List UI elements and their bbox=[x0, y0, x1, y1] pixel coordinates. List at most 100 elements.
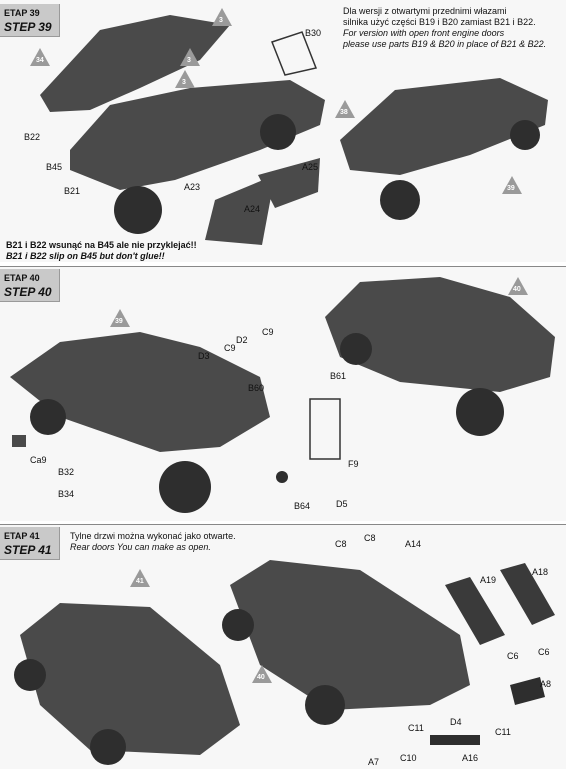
part-c11b: C11 bbox=[495, 727, 511, 737]
part-c9a: C9 bbox=[262, 327, 274, 337]
step-40-label: ETAP 40 STEP 40 bbox=[0, 269, 60, 302]
ref-3a: 3 bbox=[219, 17, 223, 24]
part-c9b: C9 bbox=[224, 343, 236, 353]
wheel-front-41b bbox=[222, 609, 254, 641]
part-b60: B60 bbox=[248, 383, 264, 393]
part-c6b: C6 bbox=[538, 647, 550, 657]
part-a14: A14 bbox=[405, 539, 421, 549]
part-a23: A23 bbox=[184, 182, 200, 192]
step-40-label-en: STEP 40 bbox=[4, 285, 52, 299]
part-f9: F9 bbox=[348, 459, 359, 469]
step-39-panel: ETAP 39 STEP 39 Dla wersji z otwartymi p… bbox=[0, 0, 566, 262]
part-c6a: C6 bbox=[507, 651, 519, 661]
ref-triangle-39 bbox=[502, 176, 522, 194]
vehicle-body-39 bbox=[70, 80, 325, 190]
ref-triangle-3a bbox=[212, 8, 232, 26]
step-39-label-pl: ETAP 39 bbox=[4, 8, 40, 18]
ref-40: 40 bbox=[513, 286, 521, 293]
part-a16: A16 bbox=[462, 753, 478, 763]
part-b64-light bbox=[276, 471, 288, 483]
part-a8: A8 bbox=[540, 679, 551, 689]
step-41-label-pl: ETAP 41 bbox=[4, 531, 40, 541]
step-41-illustration: 41 40 C8 C8 A14 A19 A18 C6 C6 A8 D4 C11 … bbox=[14, 533, 555, 767]
ref-triangle-34 bbox=[30, 48, 50, 66]
ref-38: 38 bbox=[340, 109, 348, 116]
ref-39: 39 bbox=[507, 185, 515, 192]
part-b30: B30 bbox=[305, 28, 321, 38]
step-41-label: ETAP 41 STEP 41 bbox=[0, 527, 60, 560]
part-f9-frame bbox=[309, 398, 341, 460]
part-b30-frame bbox=[271, 31, 318, 76]
vehicle-body-40 bbox=[10, 332, 270, 452]
part-ca9: Ca9 bbox=[30, 455, 47, 465]
part-b21: B21 bbox=[64, 186, 80, 196]
part-b32: B32 bbox=[58, 467, 74, 477]
part-d4: D4 bbox=[450, 717, 462, 727]
part-a24-plate bbox=[205, 175, 275, 245]
ref-3c: 3 bbox=[182, 79, 186, 86]
ref-39-s40: 39 bbox=[115, 318, 123, 325]
step-41-label-en: STEP 41 bbox=[4, 543, 52, 557]
part-a18-door bbox=[500, 563, 555, 625]
part-a8-block bbox=[510, 677, 545, 705]
part-a25: A25 bbox=[302, 162, 318, 172]
part-b64: B64 bbox=[294, 501, 310, 511]
part-d5: D5 bbox=[336, 499, 348, 509]
part-a24: A24 bbox=[244, 204, 260, 214]
wheel-front-40a bbox=[30, 399, 66, 435]
part-b61: B61 bbox=[330, 371, 346, 381]
part-c10: C10 bbox=[400, 753, 417, 763]
part-ca9-shape bbox=[12, 435, 26, 447]
ref-triangle-40 bbox=[508, 277, 528, 295]
part-a7: A7 bbox=[368, 757, 379, 767]
part-b22: B22 bbox=[24, 132, 40, 142]
wheel-rear-41a bbox=[90, 729, 126, 765]
part-c11a: C11 bbox=[408, 723, 424, 733]
ref-triangle-39-s40 bbox=[110, 309, 130, 327]
step-41-note-top: Tylne drzwi można wykonać jako otwarte. … bbox=[70, 531, 236, 552]
step-41-panel: ETAP 41 STEP 41 Tylne drzwi można wykona… bbox=[0, 524, 566, 769]
wheel-front-41a bbox=[14, 659, 46, 691]
wheel-rear-41b bbox=[305, 685, 345, 725]
vehicle-body-41a bbox=[20, 603, 240, 755]
step-39-illustration: 34 3 3 3 38 39 B30 B22 B45 B21 A23 A24 A… bbox=[24, 8, 548, 245]
vehicle-body-40b bbox=[325, 277, 555, 392]
step-40-panel: ETAP 40 STEP 40 39 40 C9 D2 C9 D3 B60 B6… bbox=[0, 266, 566, 521]
ref-triangle-3b bbox=[180, 48, 200, 66]
part-a18: A18 bbox=[532, 567, 548, 577]
part-c8a: C8 bbox=[335, 539, 347, 549]
canopy-shape bbox=[40, 15, 230, 112]
step-39-note-bottom: B21 i B22 wsunąć na B45 ale nie przyklej… bbox=[6, 240, 197, 261]
part-b45: B45 bbox=[46, 162, 62, 172]
ref-triangle-3c bbox=[175, 70, 195, 88]
step-40-label-pl: ETAP 40 bbox=[4, 273, 40, 283]
part-a16-bar bbox=[430, 735, 480, 745]
wheel-rear-39 bbox=[260, 114, 296, 150]
part-c8b: C8 bbox=[364, 533, 376, 543]
vehicle-body-39b bbox=[340, 78, 548, 175]
part-a25-plate bbox=[258, 158, 320, 208]
step-39-note-top: Dla wersji z otwartymi przednimi włazami… bbox=[343, 6, 547, 49]
ref-triangle-38 bbox=[335, 100, 355, 118]
part-b34: B34 bbox=[58, 489, 74, 499]
wheel-front-40b bbox=[340, 333, 372, 365]
vehicle-body-41b bbox=[230, 560, 470, 710]
step-39-label-en: STEP 39 bbox=[4, 20, 52, 34]
part-a19: A19 bbox=[480, 575, 496, 585]
ref-34: 34 bbox=[36, 57, 44, 64]
part-d3: D3 bbox=[198, 351, 210, 361]
wheel-front-39 bbox=[114, 186, 162, 234]
ref-41: 41 bbox=[136, 578, 144, 585]
step-39-label: ETAP 39 STEP 39 bbox=[0, 4, 60, 37]
ref-3b: 3 bbox=[187, 57, 191, 64]
step-40-illustration: 39 40 C9 D2 C9 D3 B60 B61 Ca9 B32 B34 F9… bbox=[10, 277, 555, 513]
ref-triangle-40-s41 bbox=[252, 665, 272, 683]
ref-triangle-41 bbox=[130, 569, 150, 587]
wheel-rear-40a bbox=[159, 461, 211, 513]
wheel-rear-39b bbox=[510, 120, 540, 150]
wheel-front-39b bbox=[380, 180, 420, 220]
part-a19-door bbox=[445, 577, 505, 645]
ref-40-s41: 40 bbox=[257, 674, 265, 681]
wheel-rear-40b bbox=[456, 388, 504, 436]
part-d2: D2 bbox=[236, 335, 248, 345]
